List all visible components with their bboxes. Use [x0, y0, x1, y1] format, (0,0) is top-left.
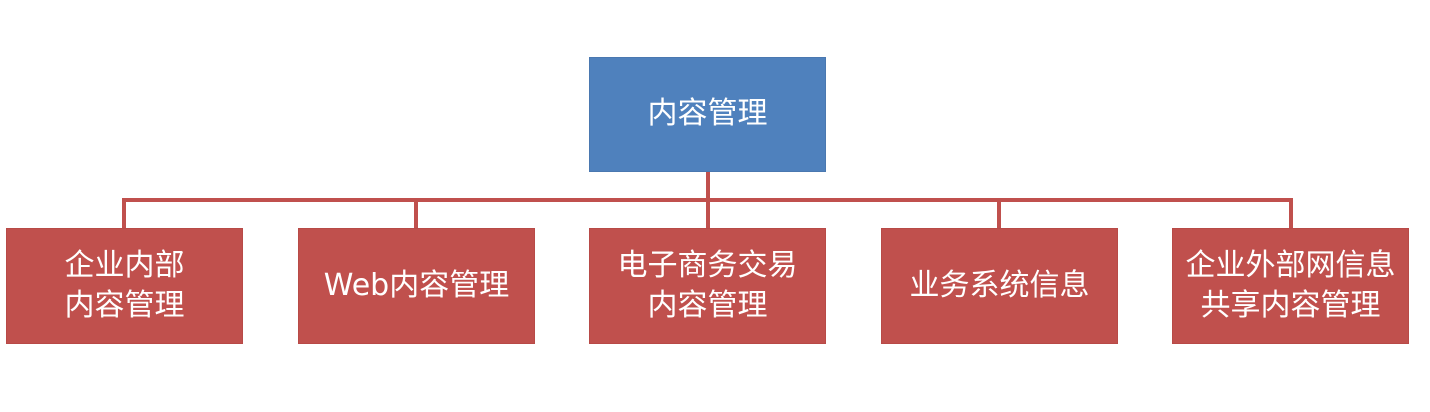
root-node-label: 内容管理 [647, 96, 768, 132]
child-node-label: 业务系统信息 [909, 267, 1090, 303]
child-node-label: 企业外部网信息 共享内容管理 [1185, 247, 1396, 324]
child-node-business-system-info: 业务系统信息 [881, 228, 1118, 344]
child-node-extranet-shared-content: 企业外部网信息 共享内容管理 [1172, 228, 1409, 344]
child-node-label: 电子商务交易 内容管理 [617, 247, 798, 324]
root-node: 内容管理 [589, 57, 826, 172]
child-node-internal-content: 企业内部 内容管理 [6, 228, 243, 344]
child-node-label: Web内容管理 [323, 267, 510, 303]
child-node-ecommerce-content: 电子商务交易 内容管理 [589, 228, 826, 344]
child-node-label: 企业内部 内容管理 [64, 247, 185, 324]
child-node-web-content: Web内容管理 [298, 228, 535, 344]
